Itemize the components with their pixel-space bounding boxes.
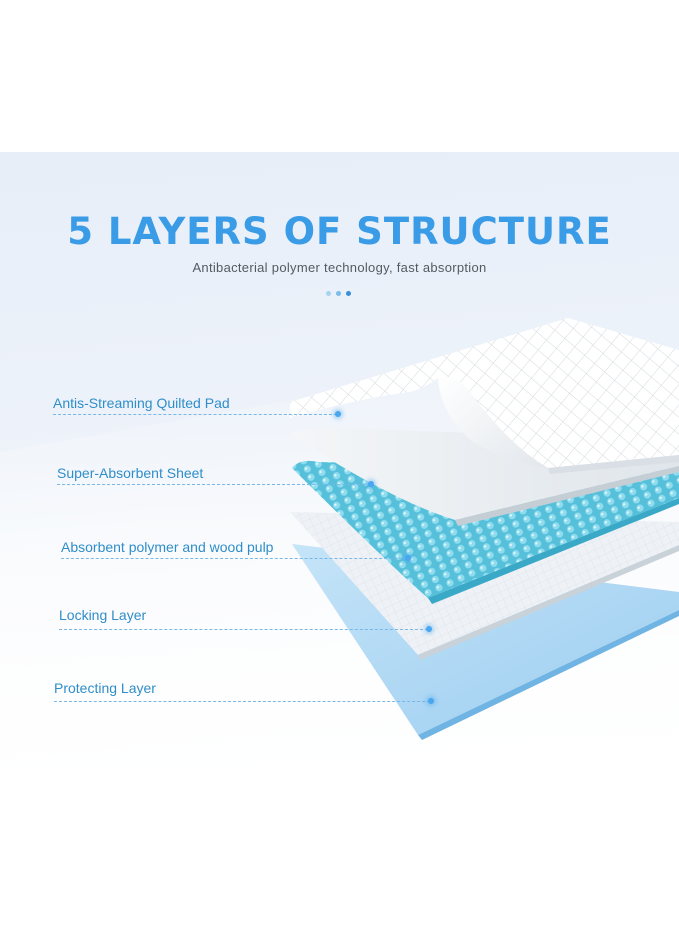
layer-marker: [405, 555, 411, 561]
slide-indicator: [326, 291, 356, 297]
indicator-dot: [336, 291, 341, 296]
layer-label-protecting-layer: Protecting Layer: [54, 680, 156, 696]
layer-marker: [426, 626, 432, 632]
layer-marker: [428, 698, 434, 704]
quilted-pad-shape: [290, 318, 679, 474]
leader-line: [53, 414, 337, 415]
layer-label-locking-layer: Locking Layer: [59, 607, 147, 623]
leader-line: [61, 558, 407, 559]
layer-label-super-absorbent-sheet: Super-Absorbent Sheet: [57, 465, 204, 481]
indicator-dot-active: [346, 291, 351, 296]
layer-marker: [368, 481, 374, 487]
leader-line: [59, 629, 428, 630]
layer-label-absorbent-polymer: Absorbent polymer and wood pulp: [61, 539, 274, 555]
layer-label-quilted-pad: Antis-Streaming Quilted Pad: [53, 395, 230, 411]
indicator-dot: [326, 291, 331, 296]
page-subtitle: Antibacterial polymer technology, fast a…: [192, 260, 487, 275]
page-title: 5 LAYERS OF STRUCTURE: [67, 210, 612, 253]
layer-marker: [335, 411, 341, 417]
leader-line: [57, 484, 370, 485]
leader-line: [54, 701, 430, 702]
